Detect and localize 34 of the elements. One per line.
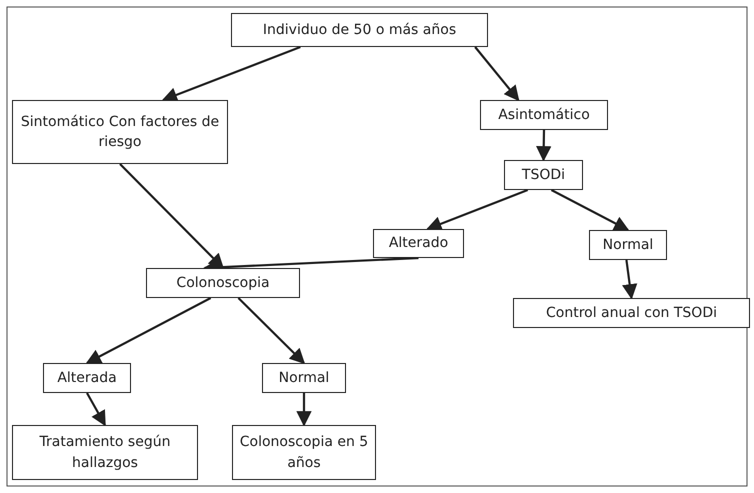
node-text: Control anual con TSODi <box>546 304 717 323</box>
flow-box <box>231 13 488 47</box>
flow-box <box>513 298 750 328</box>
node-text: Colonoscopia en 5 años <box>238 433 370 472</box>
flow-box <box>43 363 131 393</box>
flow-box <box>146 268 300 298</box>
arrow <box>426 188 528 232</box>
node-text: Alterada <box>57 368 117 388</box>
arrow <box>550 189 630 231</box>
node-text: Alterado <box>388 234 448 254</box>
node-text: Normal <box>278 368 330 388</box>
arrow <box>296 393 312 427</box>
node-text: Asintomático <box>498 106 590 125</box>
flow-box <box>262 363 346 393</box>
arrow <box>622 260 638 300</box>
node-text: Colonoscopia <box>176 274 270 293</box>
node-text: Tratamiento según hallazgos <box>38 433 172 472</box>
arrow <box>238 297 306 364</box>
arrow <box>474 46 520 102</box>
flow-box <box>232 425 376 480</box>
flow-box <box>12 100 228 164</box>
arrow <box>86 392 106 426</box>
flow-box <box>504 160 583 190</box>
flow-box <box>373 229 464 258</box>
node-text: TSODi <box>522 166 566 185</box>
node-text: Individuo de 50 o más años <box>262 20 456 40</box>
arrow <box>162 46 301 102</box>
flow-box <box>12 425 198 480</box>
arrow <box>86 297 212 364</box>
node-text: Normal <box>602 236 654 255</box>
flow-box <box>589 230 667 260</box>
flow-box <box>480 100 608 130</box>
node-text: Sintomático Con factores de riesgo <box>20 112 220 152</box>
arrow <box>536 130 552 162</box>
